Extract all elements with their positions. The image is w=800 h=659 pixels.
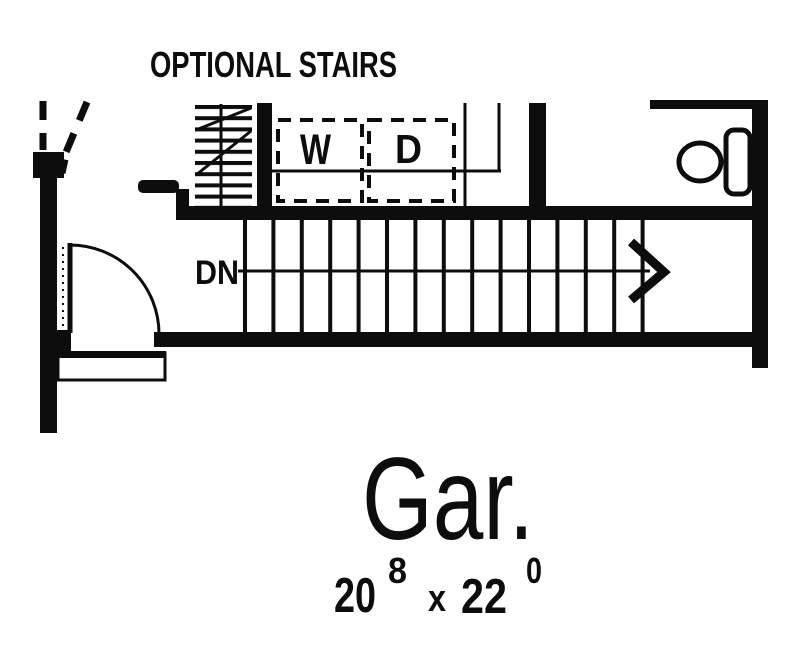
door-jamb-left xyxy=(55,330,71,352)
room-dimension-feet-1: 20 xyxy=(334,569,376,623)
entry-door-swing-arc xyxy=(69,243,161,335)
exterior-wall-right xyxy=(752,100,768,368)
dryer-label: D xyxy=(395,126,422,172)
exterior-wall-left xyxy=(40,176,57,433)
toilet-room-top-wall xyxy=(650,100,768,109)
toilet-tank-icon xyxy=(723,127,753,197)
dashed-door-swing-line-right xyxy=(60,100,91,159)
washer-dashed-box xyxy=(276,118,364,203)
stairs-dn-label: DN xyxy=(195,254,239,292)
room-dimension-inches-1: 8 xyxy=(388,550,407,591)
room-dimension-separator: x xyxy=(428,578,446,620)
optional-stairs-hatch xyxy=(195,105,252,207)
toilet-bowl-icon xyxy=(676,140,724,184)
optional-stairs-label: OPTIONAL STAIRS xyxy=(150,44,397,85)
dryer-dashed-box xyxy=(367,118,456,203)
stair-break-line-2 xyxy=(195,129,252,177)
room-name-label: Gar. xyxy=(362,433,534,564)
stair-break-line-1 xyxy=(195,106,252,132)
stair-treads xyxy=(243,220,647,332)
interior-wall-a xyxy=(257,103,272,213)
interior-wall-b xyxy=(529,103,546,213)
wall-cap-notch xyxy=(56,158,69,174)
room-dimension-feet-2: 22 xyxy=(461,570,507,624)
stairs-bottom-wall xyxy=(154,332,766,347)
room-dimension-inches-2: 0 xyxy=(526,550,542,591)
down-arrow-icon xyxy=(627,238,671,304)
upper-wall xyxy=(176,206,768,220)
upper-wall-left-stub xyxy=(138,180,179,193)
entry-step-edge xyxy=(57,351,166,358)
washer-label: W xyxy=(300,126,331,174)
